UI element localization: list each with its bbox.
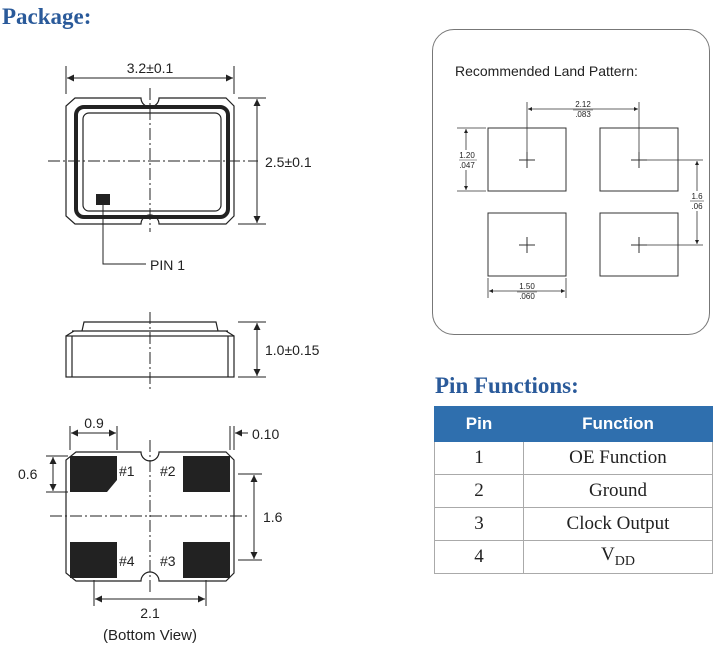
pin1-label: PIN 1 xyxy=(150,257,185,273)
land-pitch-y-mm: 1.6 xyxy=(691,192,703,201)
land-pattern-drawing: Recommended Land Pattern: 2.12 .083 1.20… xyxy=(455,63,707,301)
pad-3 xyxy=(183,542,230,578)
table-row: 3 Clock Output xyxy=(434,507,713,541)
land-pattern-title: Recommended Land Pattern: xyxy=(455,63,638,79)
table-header-row: Pin Function xyxy=(434,406,713,442)
pad-width-label: 0.9 xyxy=(84,415,104,431)
bottom-view-caption: (Bottom View) xyxy=(103,627,197,644)
column-header-pin: Pin xyxy=(434,406,524,442)
land-pad-h-mm: 1.20 xyxy=(459,151,475,160)
pad-label-3: #3 xyxy=(160,553,176,569)
land-pad-w-mm: 1.50 xyxy=(519,282,535,291)
vdd-main: V xyxy=(601,544,615,566)
pin1-leader xyxy=(102,205,146,265)
pin-functions-table: Pin Function 1 OE Function 2 Ground 3 Cl… xyxy=(434,406,713,574)
pad-label-4: #4 xyxy=(119,553,135,569)
pin1-marker xyxy=(96,194,110,205)
land-pattern-panel: Recommended Land Pattern: 2.12 .083 1.20… xyxy=(432,29,710,335)
pin-function: VDD xyxy=(523,540,713,574)
pad-label-1: #1 xyxy=(119,463,135,479)
package-heading: Package: xyxy=(2,4,92,29)
column-header-function: Function xyxy=(523,406,713,442)
table-row: 2 Ground xyxy=(434,474,713,508)
top-width-label: 3.2±0.1 xyxy=(127,60,174,76)
table-row: 1 OE Function xyxy=(434,441,713,475)
vdd-subscript: DD xyxy=(614,553,635,569)
top-view-lid xyxy=(74,105,230,219)
land-pad-h-in: .047 xyxy=(459,161,475,170)
pad-4 xyxy=(70,542,117,578)
edge-gap-label: 0.10 xyxy=(252,426,279,442)
pad-label-2: #2 xyxy=(160,463,176,479)
side-view-shoulder-left xyxy=(65,330,75,337)
pitch-horizontal-label: 2.1 xyxy=(140,605,160,621)
bottom-view: #1 #2 #4 #3 0.9 0.10 0.6 1.6 2.1 (Bottom… xyxy=(18,415,283,644)
pitch-vertical-label: 1.6 xyxy=(263,509,283,525)
side-view: 1.0±0.15 xyxy=(65,312,320,390)
land-pitch-x-mm: 2.12 xyxy=(575,100,591,109)
top-view-lid-inner xyxy=(82,112,222,212)
pin-function: Clock Output xyxy=(523,507,713,541)
side-view-shoulder-right xyxy=(225,330,235,337)
land-pad-centers xyxy=(519,152,647,253)
pin-number: 3 xyxy=(434,507,524,541)
table-row: 4 VDD xyxy=(434,540,713,574)
pin-functions-heading: Pin Functions: xyxy=(435,373,579,398)
pad-height-label: 0.6 xyxy=(18,466,38,482)
top-height-label: 2.5±0.1 xyxy=(265,154,312,170)
land-pad-bottom-left xyxy=(487,212,567,277)
package-drawing: PIN 1 3.2±0.1 2.5±0.1 1.0±0.15 #1 xyxy=(18,60,320,644)
land-pitch-y-in: .06 xyxy=(691,202,703,211)
pin-function: Ground xyxy=(523,474,713,508)
pin-number: 1 xyxy=(434,441,524,475)
pad-1 xyxy=(70,456,117,492)
pin-function: OE Function xyxy=(523,441,713,475)
land-pad-w-in: .060 xyxy=(519,292,535,301)
land-pitch-x-in: .083 xyxy=(575,110,591,119)
land-pad-bottom-right xyxy=(599,212,679,277)
pin-number: 4 xyxy=(434,540,524,574)
top-view: PIN 1 3.2±0.1 2.5±0.1 xyxy=(48,60,312,273)
pad-2 xyxy=(183,456,230,492)
pin-number: 2 xyxy=(434,474,524,508)
side-height-label: 1.0±0.15 xyxy=(265,342,320,358)
